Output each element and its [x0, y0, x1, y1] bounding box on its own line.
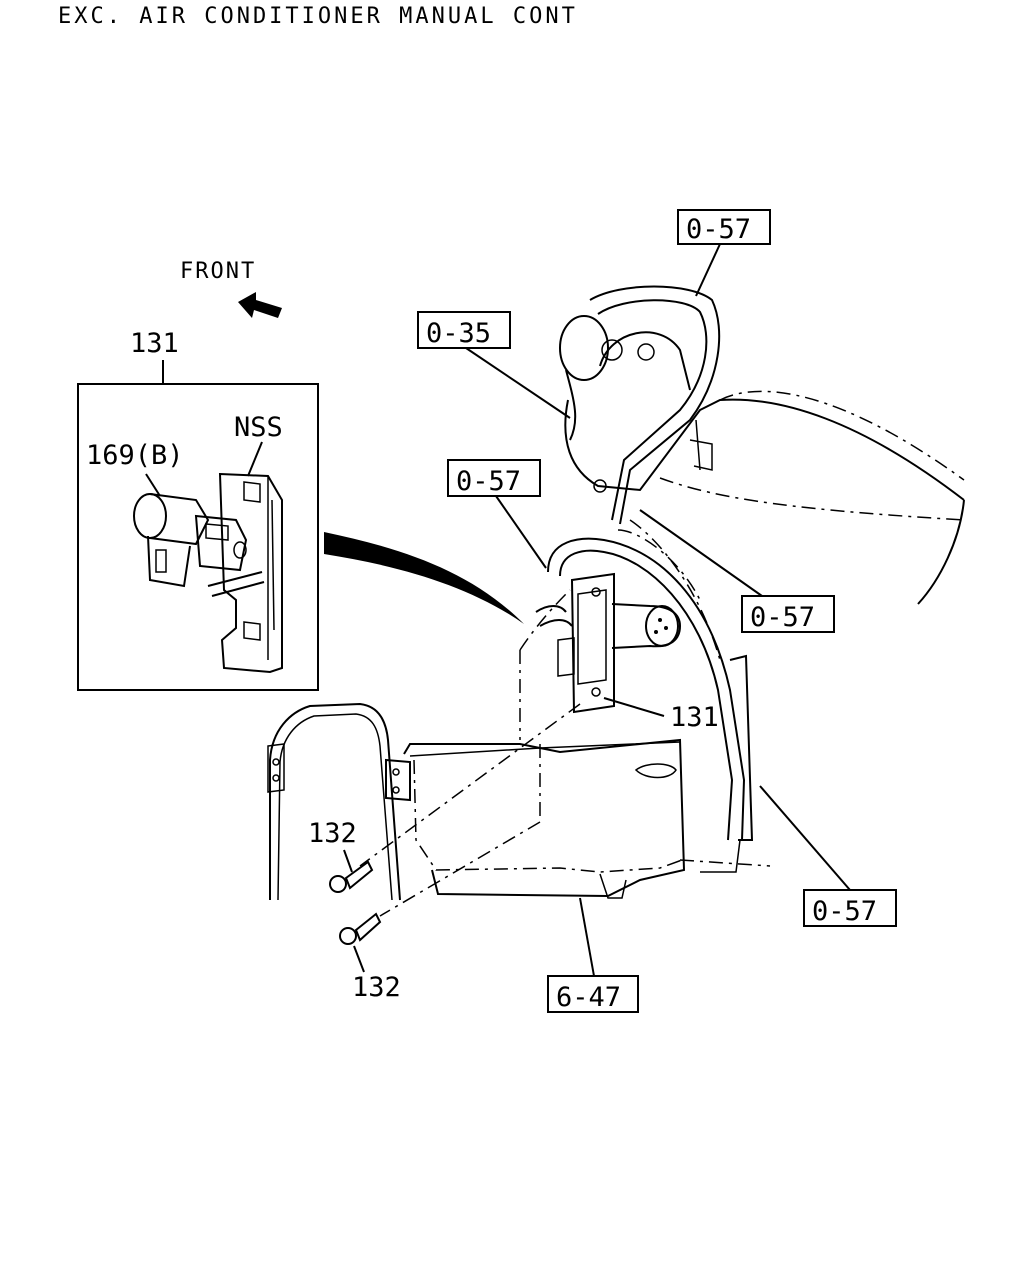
ref-0-57-top-box[interactable]: [677, 209, 771, 245]
leader-0-35: [465, 347, 571, 419]
front-label: FRONT: [180, 259, 256, 284]
ref-0-35-label: 0-35: [426, 318, 491, 349]
leader-132-lower: [353, 945, 365, 973]
page-title: EXC. AIR CONDITIONER MANUAL CONT: [58, 4, 578, 29]
hidden-contour-2: [629, 519, 721, 661]
ref-0-57-right-label: 0-57: [750, 602, 815, 633]
part-131-inset-label: 131: [130, 328, 179, 359]
ref-0-57-top-label: 0-57: [686, 214, 751, 245]
ref-6-47-box[interactable]: [547, 975, 639, 1013]
ref-0-35-box[interactable]: [417, 311, 511, 349]
leader-169b: [145, 473, 161, 497]
guide-line-2: [359, 703, 581, 867]
part-131-main-label: 131: [670, 702, 719, 733]
vacuum-hose-drawing: [547, 529, 754, 873]
leader-0-57-mid: [495, 495, 547, 569]
part-132-lower-label: 132: [352, 972, 401, 1003]
vacuum-switching-valve: [535, 572, 682, 714]
leader-nss: [247, 441, 263, 477]
ref-0-57-lower-box[interactable]: [803, 889, 897, 927]
mounting-bracket-drawing: [385, 738, 771, 899]
bolt-132-lower: [339, 912, 382, 945]
ref-0-57-lower-label: 0-57: [812, 896, 877, 927]
part-169b-label: 169(B): [86, 440, 184, 471]
guide-line-4: [379, 821, 541, 917]
detail-pointer-arrow: [324, 532, 524, 624]
ref-6-47-label: 6-47: [556, 982, 621, 1013]
leader-0-57-top: [695, 243, 721, 297]
nss-label: NSS: [234, 412, 283, 443]
ref-0-57-mid-label: 0-57: [456, 466, 521, 497]
arrow-left-icon: [238, 292, 282, 318]
bolt-132-upper: [329, 860, 374, 893]
side-frame-drawing: [267, 702, 401, 901]
leader-0-57-right: [639, 509, 763, 597]
part-132-upper-label: 132: [308, 818, 357, 849]
leader-6-47: [579, 897, 595, 977]
hidden-contour-1: [519, 589, 571, 651]
leader-0-57-lower: [759, 785, 851, 891]
ref-0-57-mid-box[interactable]: [447, 459, 541, 497]
ref-0-57-right-box[interactable]: [741, 595, 835, 633]
leader-132-upper: [343, 849, 353, 873]
inset-valve-drawing: [133, 472, 283, 674]
intake-duct-drawing: [559, 285, 965, 605]
